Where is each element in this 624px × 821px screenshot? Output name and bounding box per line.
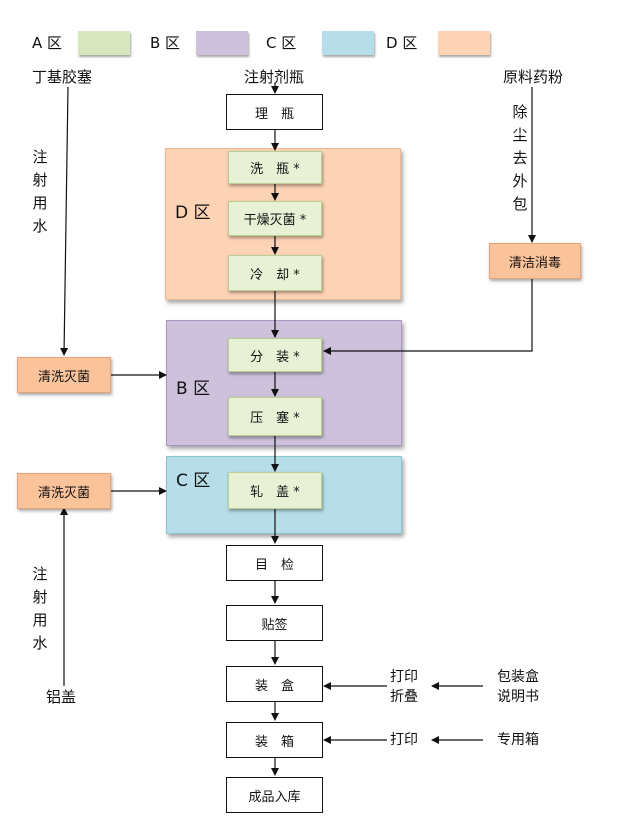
water-for-injection-label-bottom: 注射用水 <box>32 565 48 652</box>
arrow-stopper-to-wash-sterilize <box>60 86 69 356</box>
legend-swatch-c <box>322 31 374 55</box>
legend-label-d: D 区 <box>386 34 418 52</box>
zone-c-label: C 区 <box>176 471 211 491</box>
zone-b-label: B 区 <box>176 379 211 399</box>
step-labeling: 贴签 <box>226 605 323 641</box>
step-warehouse: 成品入库 <box>226 777 323 813</box>
legend-swatch-d <box>438 31 490 55</box>
legend-label-b: B 区 <box>150 34 181 52</box>
package-box-label: 包装盒 <box>497 669 539 685</box>
step-stopper-press: 压 塞 * <box>228 397 322 436</box>
legend-label-c: C 区 <box>266 34 297 52</box>
step-fill: 分 装 * <box>228 338 322 372</box>
arrow-clean-to-fill <box>323 279 533 355</box>
step-wash-sterilize-cap: 清洗灭菌 <box>17 473 111 509</box>
fold-label: 折叠 <box>390 689 418 705</box>
step-boxing: 装 盒 <box>226 666 323 702</box>
water-for-injection-label-top: 注射用水 <box>32 148 48 235</box>
step-cool: 冷 却 * <box>228 255 322 291</box>
input-raw-powder-label: 原料药粉 <box>503 68 564 86</box>
step-visual-check: 目 检 <box>226 545 323 581</box>
print-label-1: 打印 <box>390 669 418 685</box>
step-dry-sterilize: 干燥灭菌 * <box>228 201 322 236</box>
dust-remove-label: 除尘去外包 <box>512 103 528 213</box>
special-box-label: 专用箱 <box>497 732 539 748</box>
step-wash-sterilize-stopper: 清洗灭菌 <box>17 357 111 393</box>
step-arrange-vials: 理 瓶 <box>226 94 323 130</box>
step-clean-disinfect: 清洁消毒 <box>489 243 581 279</box>
manual-label: 说明书 <box>497 689 539 705</box>
legend-swatch-a <box>78 31 130 55</box>
legend-swatch-b <box>196 31 248 55</box>
aluminum-cap-label: 铝盖 <box>46 688 77 706</box>
input-vial-label: 注射剂瓶 <box>244 68 305 86</box>
step-wash-vials: 洗 瓶 * <box>228 151 322 184</box>
print-label-2: 打印 <box>390 732 418 748</box>
zone-d-label: D 区 <box>175 203 211 223</box>
step-casing: 装 箱 <box>226 722 323 758</box>
step-cap-crimp: 轧 盖 * <box>228 472 322 509</box>
legend-label-a: A 区 <box>32 34 63 52</box>
input-stopper-label: 丁基胶塞 <box>32 68 93 86</box>
